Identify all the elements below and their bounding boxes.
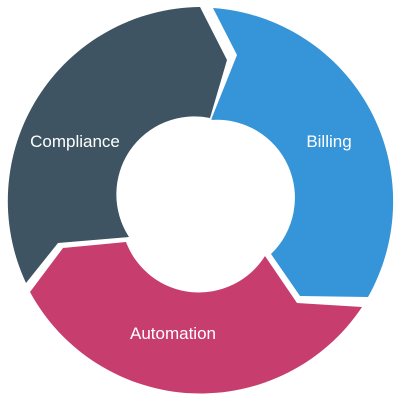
label-compliance: Compliance <box>30 132 120 151</box>
label-billing: Billing <box>306 132 351 151</box>
segment-automation <box>30 242 362 394</box>
segment-compliance <box>7 7 227 283</box>
label-automation: Automation <box>130 324 216 343</box>
center-hole <box>118 118 274 274</box>
segment-billing <box>211 8 394 297</box>
